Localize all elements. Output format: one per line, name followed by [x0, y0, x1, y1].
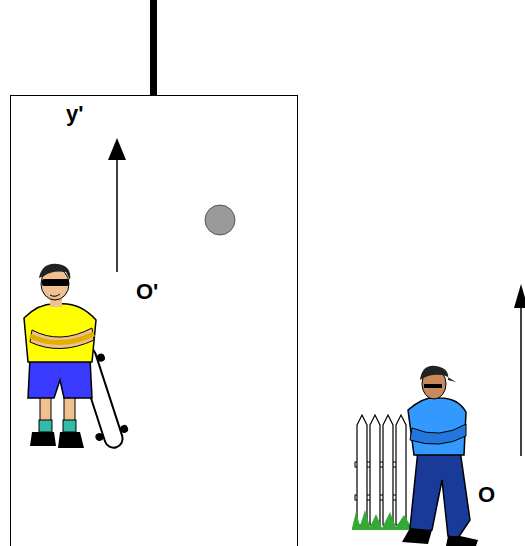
ball	[205, 205, 235, 235]
origin-label: O'	[136, 279, 158, 305]
elevator-cable	[150, 0, 157, 96]
origin-label: O	[478, 482, 495, 508]
y-prime-axis	[108, 138, 126, 272]
elevator-boy	[24, 264, 133, 453]
y-axis	[514, 284, 525, 456]
axis-label: y'	[66, 101, 83, 127]
elevator-car: y' O'	[10, 95, 298, 546]
ground-boy	[402, 366, 478, 546]
